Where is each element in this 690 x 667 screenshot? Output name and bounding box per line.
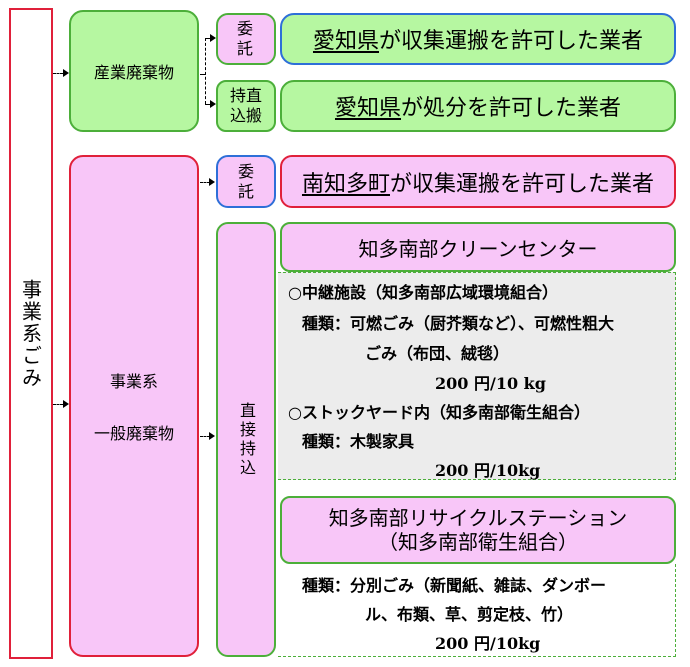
industrial-collector-text: 愛知県が収集運搬を許可した業者	[313, 23, 643, 55]
general-collector-rest: が収集運搬を許可した業者	[390, 171, 655, 197]
industrial-method-itaku-label: 委託	[236, 19, 255, 58]
industrial-disposer-prefecture: 愛知県	[334, 96, 401, 121]
recycle-station-title-2: （知多南部衛生組合）	[378, 530, 578, 554]
clean-center-types-2: 種類：木製家具	[302, 432, 415, 451]
connector-industrial-top	[205, 38, 211, 39]
business-waste-label: 事業系ごみ	[18, 278, 43, 389]
arrow-industrial-mochikomi	[210, 100, 216, 108]
recycle-station-panel	[278, 564, 676, 657]
clean-center-types-1a: 種類：可燃ごみ（厨芥類など）、可燃性粗大	[302, 314, 615, 333]
clean-center-types-1b: ごみ（布団、絨毯）	[365, 344, 510, 363]
industrial-method-mochikomi-label: 持直込搬	[229, 86, 262, 125]
recycle-station-title-1: 知多南部リサイクルステーション	[328, 506, 628, 530]
clean-center-price-2: 200 円/10kg	[435, 461, 541, 480]
industrial-waste-box: 産業廃棄物	[69, 10, 199, 132]
industrial-collector-rest: が収集運搬を許可した業者	[379, 29, 644, 54]
industrial-disposer-box: 愛知県が処分を許可した業者	[280, 80, 676, 132]
recycle-station-types-a: 種類：分別ごみ（新聞紙、雑誌、ダンボー	[302, 576, 607, 595]
general-method-direct: 直接持込	[216, 222, 276, 657]
industrial-waste-label: 産業廃棄物	[93, 63, 174, 82]
industrial-collector-box: 愛知県が収集運搬を許可した業者	[280, 13, 676, 65]
arrow-industrial-itaku	[210, 34, 216, 42]
clean-center-title-box: 知多南部クリーンセンター	[280, 222, 676, 272]
clean-center-panel	[278, 272, 676, 480]
industrial-method-mochikomi: 持直込搬	[216, 80, 276, 132]
clean-center-title: 知多南部クリーンセンター	[358, 236, 598, 261]
general-method-itaku: 委託	[216, 155, 276, 208]
general-collector-town: 南知多町	[301, 171, 390, 197]
general-collector-text: 南知多町が収集運搬を許可した業者	[302, 166, 654, 198]
connector-industrial-bottom	[205, 104, 211, 105]
general-waste-label-2: 一般廃棄物	[93, 424, 174, 443]
connector-left-industrial	[53, 73, 63, 74]
business-waste-box: 事業系ごみ	[9, 8, 53, 659]
recycle-station-price: 200 円/10kg	[435, 634, 541, 653]
clean-center-facility-1: ○中継施設（知多南部広域環境組合）	[288, 283, 558, 302]
recycle-station-title-box: 知多南部リサイクルステーション （知多南部衛生組合）	[280, 496, 676, 564]
industrial-collector-prefecture: 愛知県	[312, 29, 379, 54]
general-collector-box: 南知多町が収集運搬を許可した業者	[280, 155, 676, 208]
arrow-general	[63, 400, 69, 408]
industrial-method-itaku: 委託	[216, 13, 276, 65]
clean-center-price-1: 200 円/10 kg	[435, 374, 546, 393]
general-waste-box: 事業系 一般廃棄物	[69, 155, 199, 657]
general-waste-label-1: 事業系	[109, 372, 158, 391]
industrial-disposer-rest: が処分を許可した業者	[401, 96, 622, 121]
arrow-industrial	[63, 69, 69, 77]
clean-center-facility-2: ○ストックヤード内（知多南部衛生組合）	[288, 403, 590, 422]
recycle-station-types-b: ル、布類、草、剪定枝、竹）	[365, 605, 574, 624]
industrial-disposer-text: 愛知県が処分を許可した業者	[335, 90, 621, 122]
connector-left-general	[53, 404, 63, 405]
connector-general-mochikomi	[200, 436, 210, 437]
connector-industrial-to-methods	[200, 74, 206, 75]
arrow-general-itaku	[209, 178, 215, 186]
connector-industrial-vertical	[205, 38, 206, 104]
connector-general-itaku	[200, 182, 210, 183]
arrow-general-mochikomi	[209, 432, 215, 440]
general-method-itaku-label: 委託	[237, 161, 254, 201]
general-method-direct-label: 直接持込	[237, 401, 256, 478]
